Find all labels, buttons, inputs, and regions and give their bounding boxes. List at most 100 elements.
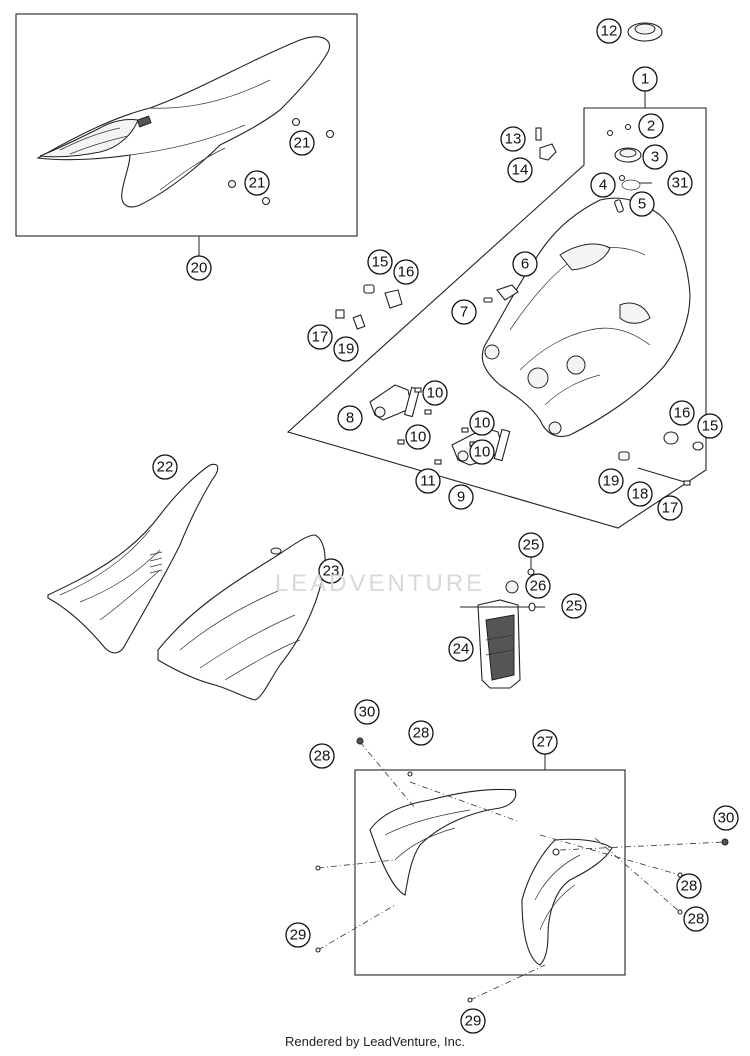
- fuel-tank-group-box: [286, 107, 707, 529]
- svg-text:8: 8: [346, 410, 354, 427]
- callout-17a: 17: [307, 324, 333, 350]
- svg-text:16: 16: [674, 405, 691, 422]
- callout-3: 3: [642, 144, 668, 170]
- svg-text:17: 17: [312, 329, 329, 346]
- svg-text:15: 15: [372, 254, 389, 271]
- callout-28a: 28: [309, 743, 335, 769]
- tank-cap: [627, 22, 663, 42]
- callout-29a: 29: [285, 922, 311, 948]
- svg-text:7: 7: [460, 304, 468, 321]
- svg-text:10: 10: [410, 429, 427, 446]
- callout-25b: 25: [561, 593, 587, 619]
- svg-text:3: 3: [651, 149, 659, 166]
- seat-part: [36, 36, 330, 208]
- svg-text:20: 20: [191, 260, 208, 277]
- bracket-left: [369, 384, 421, 421]
- svg-text:26: 26: [530, 578, 547, 595]
- callout-23: 23: [318, 558, 344, 584]
- seat-group: [15, 13, 358, 256]
- callout-30a: 30: [354, 699, 380, 725]
- svg-text:18: 18: [632, 486, 649, 503]
- callout-26: 26: [525, 573, 551, 599]
- callout-10b: 10: [405, 424, 431, 450]
- svg-text:28: 28: [314, 748, 331, 765]
- svg-text:1: 1: [641, 71, 649, 88]
- callout-6: 6: [512, 251, 538, 277]
- svg-text:10: 10: [474, 444, 491, 461]
- fairing-group: [354, 752, 626, 976]
- fairing-left: [369, 788, 517, 896]
- callout-16b: 16: [669, 400, 695, 426]
- callout-20: 20: [186, 255, 212, 281]
- callout-8: 8: [337, 405, 363, 431]
- rear-bracket: [477, 599, 521, 689]
- vent-bracket: [535, 127, 557, 161]
- svg-text:29: 29: [465, 1013, 482, 1030]
- fairing-right: [521, 838, 613, 966]
- svg-text:25: 25: [523, 537, 540, 554]
- callout-22: 22: [152, 454, 178, 480]
- svg-text:31: 31: [672, 175, 689, 192]
- svg-text:28: 28: [413, 725, 430, 742]
- callout-9: 9: [448, 484, 474, 510]
- svg-text:19: 19: [603, 473, 620, 490]
- side-panel-right: [157, 534, 326, 701]
- svg-text:21: 21: [294, 135, 311, 152]
- fairing-group-box: [354, 769, 626, 976]
- svg-text:17: 17: [662, 500, 679, 517]
- svg-text:29: 29: [290, 927, 307, 944]
- svg-text:24: 24: [453, 641, 470, 658]
- callout-4: 4: [590, 172, 616, 198]
- callout-21a: 21: [289, 130, 315, 156]
- svg-text:6: 6: [521, 256, 529, 273]
- callout-25a: 25: [518, 532, 544, 558]
- svg-text:27: 27: [537, 734, 554, 751]
- callout-28b: 28: [408, 720, 434, 746]
- svg-text:28: 28: [681, 878, 698, 895]
- callout-21b: 21: [244, 170, 270, 196]
- mount-right-hardware: [618, 431, 704, 486]
- svg-text:21: 21: [249, 175, 266, 192]
- callout-15a: 15: [367, 249, 393, 275]
- seat-group-box: [15, 13, 358, 237]
- svg-text:9: 9: [457, 489, 465, 506]
- svg-text:16: 16: [398, 264, 415, 281]
- svg-text:13: 13: [505, 131, 522, 148]
- callout-11: 11: [415, 468, 441, 494]
- callout-29b: 29: [460, 1008, 486, 1034]
- watermark: LEADVENTURE: [274, 570, 486, 597]
- svg-text:4: 4: [599, 177, 607, 194]
- callout-1: 1: [632, 66, 658, 92]
- callout-15b: 15: [697, 413, 723, 439]
- callout-24: 24: [448, 636, 474, 662]
- side-panel-left: [47, 463, 219, 654]
- svg-text:15: 15: [702, 418, 719, 435]
- callout-28d: 28: [683, 906, 709, 932]
- callout-19a: 19: [333, 336, 359, 362]
- callout-16a: 16: [393, 259, 419, 285]
- callout-19b: 19: [598, 468, 624, 494]
- callout-28c: 28: [676, 873, 702, 899]
- svg-text:2: 2: [647, 118, 655, 135]
- footer-credit: Rendered by LeadVenture, Inc.: [285, 1034, 465, 1049]
- fuel-tank-part: [481, 197, 691, 438]
- callout-2: 2: [638, 113, 664, 139]
- callout-10c: 10: [469, 410, 495, 436]
- callout-10a: 10: [422, 380, 448, 406]
- svg-text:5: 5: [638, 196, 646, 213]
- svg-text:22: 22: [157, 459, 174, 476]
- callout-5: 5: [629, 191, 655, 217]
- callout-31: 31: [667, 170, 693, 196]
- callout-7: 7: [451, 299, 477, 325]
- callout-18: 18: [627, 481, 653, 507]
- callout-12: 12: [596, 18, 622, 44]
- svg-text:12: 12: [601, 23, 618, 40]
- callout-10d: 10: [469, 439, 495, 465]
- svg-text:23: 23: [323, 563, 340, 580]
- callout-30b: 30: [713, 805, 739, 831]
- svg-text:28: 28: [688, 911, 705, 928]
- svg-text:30: 30: [718, 810, 735, 827]
- callout-14: 14: [507, 157, 533, 183]
- mount-left-hardware: [335, 284, 403, 330]
